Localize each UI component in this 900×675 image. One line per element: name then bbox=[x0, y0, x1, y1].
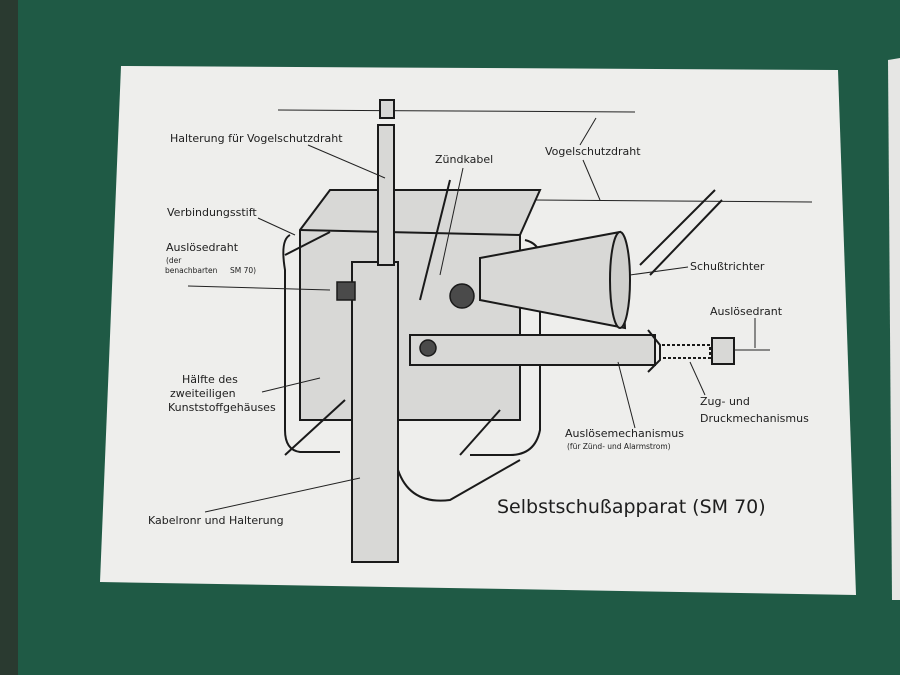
labels: Halterung für Vogelschutzdraht Zündkabel… bbox=[148, 132, 809, 527]
label-note-2: benachbarten bbox=[165, 266, 218, 275]
label-mech-note: (für Zünd- und Alarmstrom) bbox=[567, 442, 671, 451]
label-zug-1: Zug- und bbox=[700, 395, 750, 408]
label-ausloesedraht-left: Auslösedraht bbox=[166, 241, 239, 254]
ignition-cable bbox=[419, 179, 451, 301]
cable-loop bbox=[397, 459, 521, 502]
diagram-title: Selbstschußapparat (SM 70) bbox=[497, 496, 766, 518]
top-wire bbox=[277, 109, 636, 113]
label-kabelrohr: Kabelronr und Halterung bbox=[148, 514, 284, 527]
label-haelfte-3: Kunststoffgehäuses bbox=[168, 401, 276, 414]
label-ausloesemechanismus: Auslösemechanismus bbox=[565, 427, 684, 440]
trigger-mechanism bbox=[409, 334, 656, 366]
label-haelfte-2: zweiteiligen bbox=[170, 387, 236, 400]
adjacent-paper bbox=[888, 58, 900, 600]
label-verbindungsstift: Verbindungsstift bbox=[167, 206, 257, 219]
leader-lines bbox=[204, 117, 756, 513]
label-zug-2: Druckmechanismus bbox=[700, 412, 809, 425]
cable-tube bbox=[351, 261, 399, 563]
label-halterung: Halterung für Vogelschutzdraht bbox=[170, 132, 343, 145]
apparatus-drawing bbox=[187, 99, 813, 563]
wire-holder bbox=[377, 124, 395, 266]
label-vogelschutzdraht: Vogelschutzdraht bbox=[545, 145, 641, 158]
board-edge bbox=[0, 0, 18, 675]
bird-wire bbox=[534, 199, 813, 203]
shot-funnel bbox=[479, 230, 627, 330]
label-haelfte-1: Hälfte des bbox=[182, 373, 238, 386]
label-ausloesedraht-right: Auslösedrant bbox=[710, 305, 783, 318]
spring bbox=[662, 344, 711, 359]
trigger-wire-left bbox=[187, 285, 331, 291]
label-zuendkabel: Zündkabel bbox=[435, 153, 493, 166]
pull-push-mechanism bbox=[711, 337, 735, 365]
label-schusstrichter: Schußtrichter bbox=[690, 260, 765, 273]
label-note-3: SM 70) bbox=[230, 266, 256, 275]
label-note-1: (der bbox=[166, 256, 182, 265]
housing-frame bbox=[282, 234, 340, 453]
support-rod bbox=[639, 189, 716, 266]
